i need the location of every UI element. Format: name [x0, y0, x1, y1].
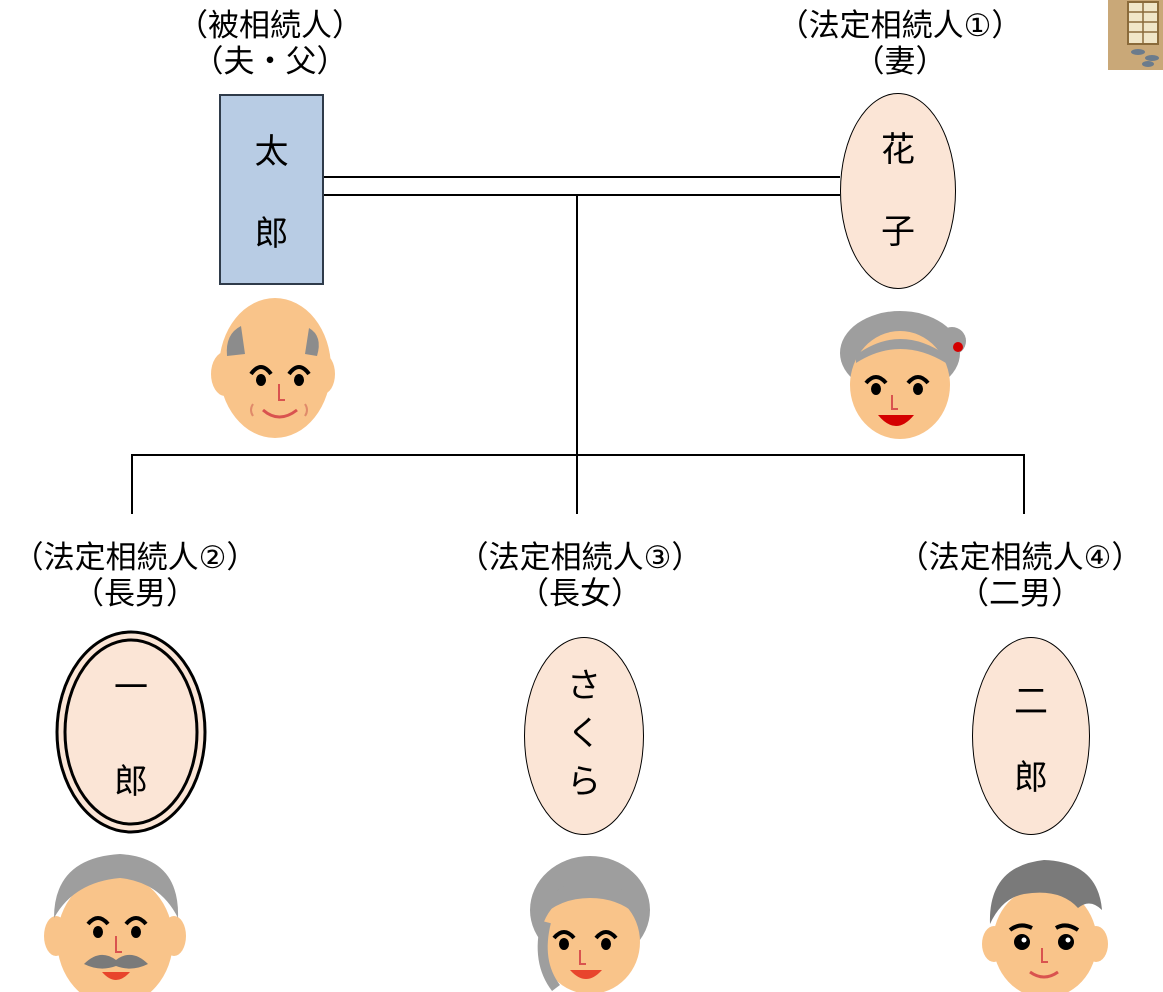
descent-line-vertical	[576, 196, 578, 455]
mustache-man-face-icon	[44, 854, 186, 992]
ichiro-name-char-2: 郎	[114, 762, 148, 802]
ichiro-relation: （長男）	[73, 576, 197, 612]
ichiro-name-char-1: 一	[114, 668, 148, 708]
marriage-line-top	[322, 176, 840, 178]
woman-face-icon	[530, 856, 650, 992]
taro-relation: （夫・父）	[192, 44, 348, 80]
jiro-name-char-2: 郎	[1014, 758, 1048, 798]
old-woman-face-icon	[840, 311, 966, 439]
ichiro-role: （法定相続人②）	[12, 540, 258, 576]
hanako-role: （法定相続人①）	[777, 8, 1023, 44]
marriage-line-bottom	[322, 194, 840, 196]
taro-role: （被相続人）	[177, 8, 363, 44]
sakura-label: （法定相続人③） （長女）	[430, 540, 730, 612]
ichiro-label: （法定相続人②） （長男）	[0, 540, 270, 612]
sakura-role: （法定相続人③）	[457, 540, 703, 576]
hanako-label: （法定相続人①） （妻）	[750, 8, 1050, 80]
sakura-name-char-2: く	[567, 714, 601, 754]
taro-label: （被相続人） （夫・父）	[150, 8, 390, 80]
bald-old-man-face-icon	[211, 298, 335, 438]
children-line-horizontal	[131, 454, 1025, 456]
taro-name-char-2: 郎	[254, 214, 289, 254]
jiro-label: （法定相続人④） （二男）	[880, 540, 1160, 612]
taro-name-box: 太 郎	[219, 94, 324, 285]
sakura-relation: （長女）	[518, 576, 642, 612]
man-face-icon	[982, 860, 1108, 992]
child-line-sakura	[576, 454, 578, 514]
hanako-name-char-2: 子	[881, 212, 915, 252]
jiro-relation: （二男）	[958, 576, 1082, 612]
sakura-name-char-3: ら	[567, 762, 601, 802]
hanako-relation: （妻）	[853, 44, 947, 80]
sakura-name-char-1: さ	[567, 666, 601, 706]
shoji-door-icon	[1108, 0, 1163, 70]
jiro-name-oval: 二 郎	[972, 637, 1090, 835]
ichiro-name-oval	[55, 630, 207, 834]
hanako-name-oval: 花 子	[840, 93, 956, 289]
taro-name-char-1: 太	[254, 132, 289, 172]
child-line-ichiro	[131, 454, 133, 514]
jiro-name-char-1: 二	[1014, 682, 1048, 722]
hanako-name-char-1: 花	[881, 130, 915, 170]
sakura-name-oval: さ く ら	[524, 637, 644, 835]
jiro-role: （法定相続人④）	[897, 540, 1143, 576]
child-line-jiro	[1023, 454, 1025, 514]
